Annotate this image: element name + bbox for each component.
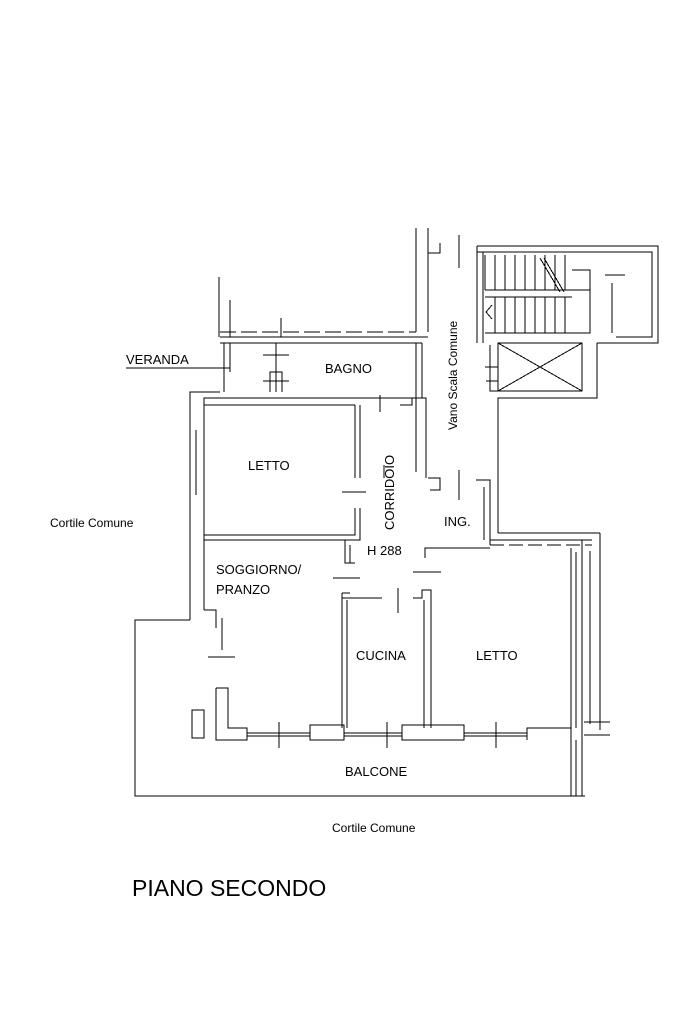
- stair-treads: [484, 255, 625, 334]
- label-ingresso: ING.: [444, 514, 471, 529]
- elevator-shaft: [485, 342, 598, 478]
- label-balcone: BALCONE: [345, 764, 407, 779]
- label-letto-right: LETTO: [476, 648, 518, 663]
- room-labels: VERANDA BAGNO LETTO CORRIDOIO Vano Scala…: [50, 320, 518, 901]
- label-veranda: VERANDA: [126, 352, 189, 367]
- stairwell: [476, 245, 659, 478]
- label-letto-left: LETTO: [248, 458, 290, 473]
- label-corridoio: CORRIDOIO: [382, 455, 397, 530]
- label-height: H 288: [367, 543, 402, 558]
- label-cucina: CUCINA: [356, 648, 406, 663]
- label-bagno: BAGNO: [325, 361, 372, 376]
- label-cortile-bottom: Cortile Comune: [332, 821, 416, 835]
- stair-hall-walls: [415, 228, 600, 546]
- label-cortile-left: Cortile Comune: [50, 516, 134, 530]
- label-pranzo: PRANZO: [216, 582, 270, 597]
- apartment-walls: [134, 343, 610, 797]
- label-vano-scala: Vano Scala Comune: [446, 320, 460, 430]
- veranda-walls: [126, 277, 428, 392]
- label-soggiorno: SOGGIORNO/: [216, 562, 302, 577]
- plan-title: PIANO SECONDO: [132, 875, 326, 901]
